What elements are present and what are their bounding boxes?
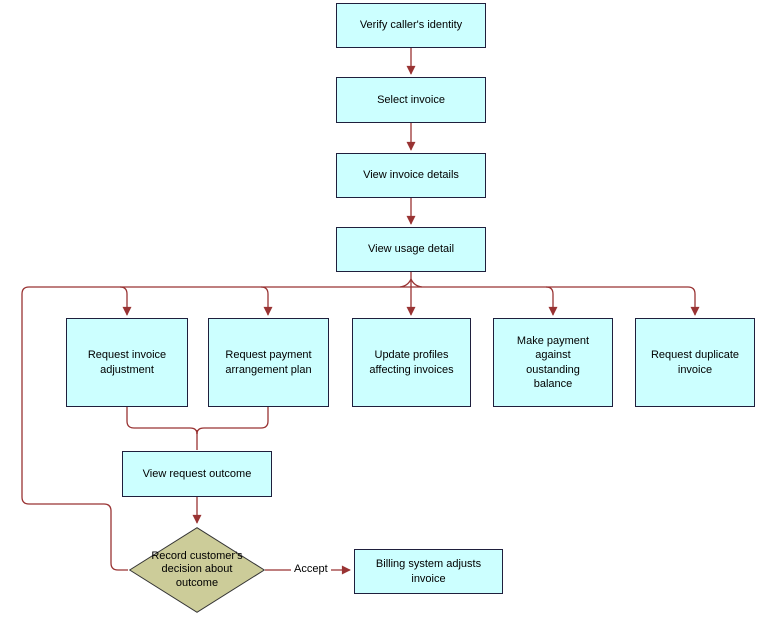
node-request-duplicate-invoice: Request duplicate invoice xyxy=(635,318,755,407)
node-label: Update profiles affecting invoices xyxy=(369,349,454,376)
node-label: Request duplicate invoice xyxy=(650,349,740,376)
node-view-usage-detail: View usage detail xyxy=(336,227,486,272)
decision-diamond-shape xyxy=(129,527,265,613)
edge-label-accept: Accept xyxy=(291,563,331,576)
node-label: View request outcome xyxy=(142,467,252,480)
node-label: View usage detail xyxy=(367,243,455,256)
node-label: Make payment against oustanding balance xyxy=(516,334,590,390)
node-label: Billing system adjusts invoice xyxy=(375,558,482,585)
node-label: View invoice details xyxy=(363,169,459,182)
node-verify-callers-identity: Verify caller's identity xyxy=(336,3,486,48)
node-view-request-outcome: View request outcome xyxy=(122,451,272,497)
node-view-invoice-details: View invoice details xyxy=(336,153,486,198)
node-select-invoice: Select invoice xyxy=(336,77,486,123)
node-billing-system-adjusts-invoice: Billing system adjusts invoice xyxy=(354,549,503,594)
node-record-customers-decision: Record customer's decision about outcome xyxy=(129,527,265,613)
node-label: Request invoice adjustment xyxy=(87,349,167,376)
node-update-profiles-affecting-invoices: Update profiles affecting invoices xyxy=(352,318,471,407)
node-request-invoice-adjustment: Request invoice adjustment xyxy=(66,318,188,407)
node-label: Verify caller's identity xyxy=(359,19,463,32)
node-label: Record customer's decision about outcome xyxy=(151,549,243,589)
node-request-payment-arrangement-plan: Request payment arrangement plan xyxy=(208,318,329,407)
node-label: Select invoice xyxy=(377,93,445,106)
node-label: Request payment arrangement plan xyxy=(225,349,312,376)
node-make-payment-against-outstanding-balance: Make payment against oustanding balance xyxy=(493,318,613,407)
